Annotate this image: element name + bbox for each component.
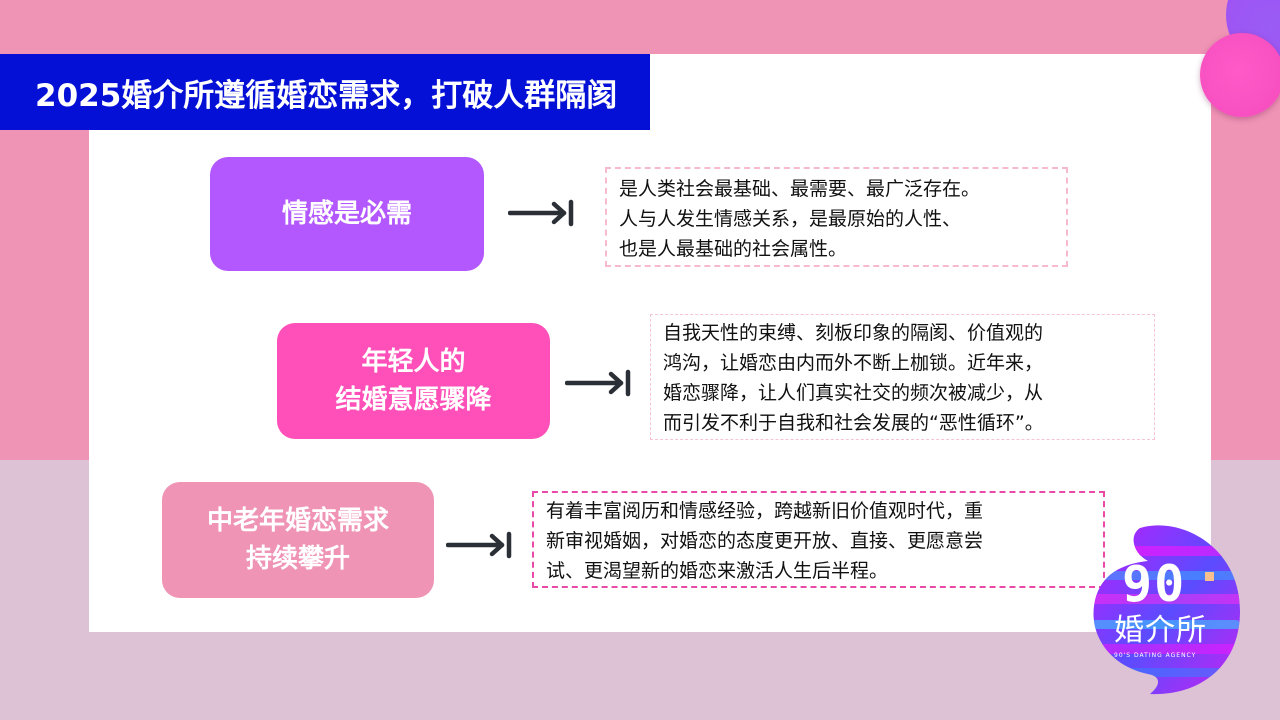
brand-logo: 90 婚介所 90'S DATING AGENCY: [1090, 516, 1250, 706]
label-line: 结婚意愿骤降: [335, 385, 492, 415]
arrow-right-to-bar-icon: [508, 199, 574, 227]
description-box-young-marriage-decline: 自我天性的束缚、刻板印象的隔阂、价值观的 鸿沟，让婚恋由内而外不断上枷锁。近年来…: [650, 314, 1155, 440]
arrow-right-to-bar-icon: [565, 369, 631, 397]
logo-number: 90: [1122, 555, 1187, 613]
description-line: 试、更渴望新的婚恋来激活人生后半程。: [546, 560, 889, 582]
description-line: 自我天性的束缚、刻板印象的隔阂、价值观的: [663, 322, 1044, 344]
decorative-circle-pink: [1200, 33, 1280, 117]
slide-title: 2025婚介所遵循婚恋需求，打破人群隔阂: [35, 77, 618, 114]
description-line: 人与人发生情感关系，是最原始的人性、: [619, 208, 962, 230]
title-bar: 2025婚介所遵循婚恋需求，打破人群隔阂: [0, 54, 650, 130]
logo-badge-icon: [1093, 525, 1240, 695]
label-line: 情感是必需: [281, 199, 412, 229]
logo-name: 婚介所: [1114, 613, 1207, 648]
label-box-elderly-marriage-rise: 中老年婚恋需求 持续攀升: [162, 482, 434, 598]
description-line: 鸿沟，让婚恋由内而外不断上枷锁。近年来，: [663, 352, 1044, 374]
description-line: 婚恋骤降，让人们真实社交的频次被减少，从: [663, 382, 1044, 404]
label-line: 年轻人的: [361, 347, 466, 377]
description-line: 也是人最基础的社会属性。: [619, 238, 848, 260]
label-line: 中老年婚恋需求: [206, 506, 389, 536]
label-box-young-marriage-decline: 年轻人的 结婚意愿骤降: [277, 323, 550, 439]
description-box-emotion-necessity: 是人类社会最基础、最需要、最广泛存在。 人与人发生情感关系，是最原始的人性、 也…: [605, 167, 1068, 267]
logo-tagline: 90'S DATING AGENCY: [1114, 652, 1197, 659]
description-box-elderly-marriage-rise: 有着丰富阅历和情感经验，跨越新旧价值观时代，重 新审视婚姻，对婚恋的态度更开放、…: [532, 491, 1105, 588]
description-line: 有着丰富阅历和情感经验，跨越新旧价值观时代，重: [546, 500, 984, 522]
description-line: 而引发不利于自我和社会发展的“恶性循环”。: [663, 412, 1044, 434]
description-line: 是人类社会最基础、最需要、最广泛存在。: [619, 178, 981, 200]
arrow-right-to-bar-icon: [446, 531, 512, 559]
description-line: 新审视婚姻，对婚恋的态度更开放、直接、更愿意尝: [546, 530, 984, 552]
label-box-emotion-necessity: 情感是必需: [210, 157, 484, 271]
label-line: 持续攀升: [245, 544, 350, 574]
